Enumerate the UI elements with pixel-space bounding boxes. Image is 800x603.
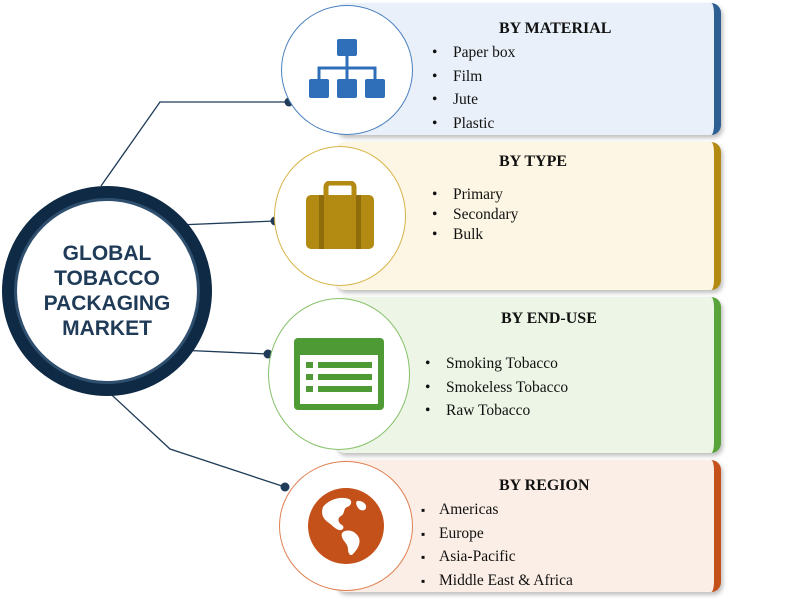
list-item: Primary <box>432 185 518 205</box>
segment-type-list: Primary Secondary Bulk <box>432 185 518 245</box>
segment-region-icon-ring <box>279 461 413 591</box>
list-item: Paper box <box>432 41 515 65</box>
list-item: Americas <box>421 498 573 522</box>
segment-material-list: Paper box Film Jute Plastic <box>432 41 515 135</box>
list-item: Secondary <box>432 205 518 225</box>
market-hub-inner: GLOBAL TOBACCO PACKAGING MARKET <box>14 198 200 384</box>
connector-material <box>100 101 289 187</box>
list-item: Bulk <box>432 225 518 245</box>
segment-material-icon-ring <box>281 5 413 135</box>
list-window-icon <box>294 338 384 410</box>
segment-region-heading: BY REGION <box>499 477 590 494</box>
list-item: Middle East & Africa <box>421 569 573 593</box>
list-item: Asia-Pacific <box>421 545 573 569</box>
briefcase-icon <box>306 181 374 249</box>
market-title: GLOBAL TOBACCO PACKAGING MARKET <box>43 242 171 340</box>
segment-enduse-heading: BY END-USE <box>501 310 597 327</box>
list-item: Smokeless Tobacco <box>425 376 568 400</box>
list-item: Jute <box>432 88 515 112</box>
segment-type-heading: BY TYPE <box>499 153 568 170</box>
hierarchy-icon <box>309 39 385 98</box>
market-hub: GLOBAL TOBACCO PACKAGING MARKET <box>2 186 212 396</box>
connector-type <box>177 220 276 226</box>
segment-enduse-list: Smoking Tobacco Smokeless Tobacco Raw To… <box>425 352 568 423</box>
connector-region <box>100 384 286 488</box>
segment-type-icon-ring <box>274 146 406 286</box>
segment-enduse-icon-ring <box>268 298 410 450</box>
connector-dot-region <box>280 482 290 492</box>
list-item: Europe <box>421 522 573 546</box>
list-item: Film <box>432 65 515 89</box>
list-item: Raw Tobacco <box>425 399 568 423</box>
segment-region-list: Americas Europe Asia-Pacific Middle East… <box>421 498 573 592</box>
list-item: Plastic <box>432 112 515 136</box>
globe-icon <box>308 488 384 564</box>
list-item: Smoking Tobacco <box>425 352 568 376</box>
segment-material-heading: BY MATERIAL <box>499 20 612 37</box>
